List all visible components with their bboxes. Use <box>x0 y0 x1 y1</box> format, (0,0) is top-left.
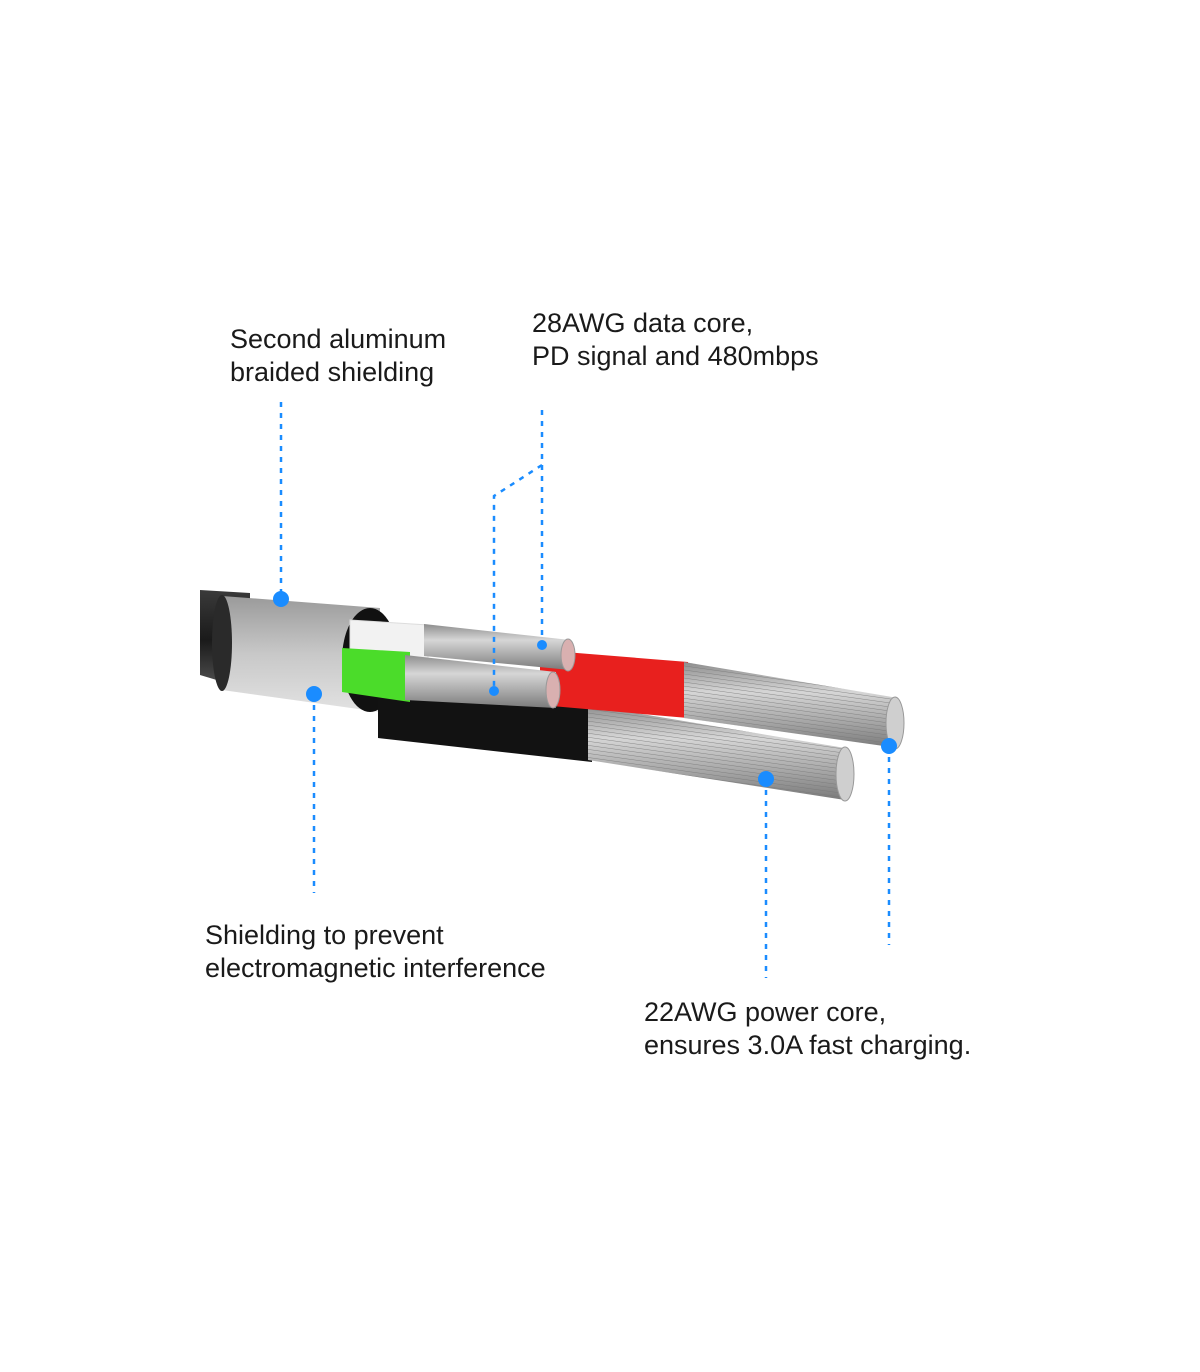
dot-data-core-2 <box>489 686 499 696</box>
foil-shield <box>222 596 380 712</box>
dot-power-core-1 <box>881 738 897 754</box>
dot-power-core-2 <box>758 771 774 787</box>
dot-emi-shield <box>306 686 322 702</box>
green-wire <box>342 648 410 702</box>
data-strands-white <box>424 624 570 670</box>
data-strands-green <box>405 655 556 708</box>
black-wire <box>378 690 592 762</box>
label-line: Second aluminum <box>230 324 447 354</box>
dot-aluminum-shield <box>273 591 289 607</box>
label-line: ensures 3.0A fast charging. <box>644 1030 972 1060</box>
label-data-core: 28AWG data core, PD signal and 480mbps <box>532 307 819 373</box>
dot-data-core-1 <box>537 640 547 650</box>
callout-dots <box>273 591 897 787</box>
label-emi-shield: Shielding to prevent electromagnetic int… <box>205 919 546 985</box>
label-line: braided shielding <box>230 357 435 387</box>
label-aluminum-shield: Second aluminum braided shielding <box>230 323 446 389</box>
label-line: 22AWG power core, <box>644 997 887 1027</box>
label-line: PD signal and 480mbps <box>532 341 819 371</box>
label-line: Shielding to prevent <box>205 920 444 950</box>
red-wire <box>540 650 688 718</box>
callout-lines <box>279 402 891 978</box>
label-line: 28AWG data core, <box>532 308 754 338</box>
label-line: electromagnetic interference <box>205 953 546 983</box>
label-power-core: 22AWG power core, ensures 3.0A fast char… <box>644 996 971 1062</box>
